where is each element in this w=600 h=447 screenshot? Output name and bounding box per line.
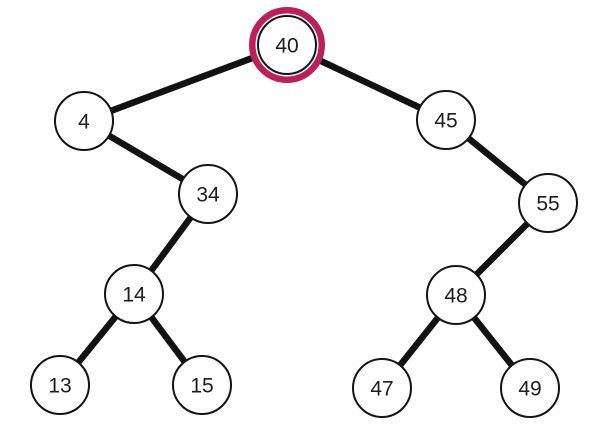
tree-node-45[interactable]: 45	[416, 90, 476, 150]
tree-node-55[interactable]: 55	[518, 173, 578, 233]
tree-node-49[interactable]: 49	[500, 358, 560, 418]
node-label: 47	[370, 377, 393, 400]
node-circle	[426, 265, 486, 325]
node-circle	[172, 355, 232, 415]
node-label: 13	[48, 374, 71, 397]
tree-node-15[interactable]: 15	[172, 355, 232, 415]
node-circle	[30, 355, 90, 415]
tree-node-48[interactable]: 48	[426, 265, 486, 325]
tree-node-40[interactable]: 40	[249, 7, 325, 83]
tree-node-4[interactable]: 4	[54, 91, 114, 151]
node-label: 34	[196, 183, 220, 206]
tree-node-14[interactable]: 14	[104, 264, 164, 324]
node-label: 45	[434, 109, 457, 132]
node-label: 4	[78, 110, 90, 133]
node-circle	[416, 90, 476, 150]
node-label: 40	[275, 34, 298, 57]
node-circle	[257, 15, 317, 75]
node-label: 14	[122, 283, 146, 306]
tree-node-47[interactable]: 47	[352, 358, 412, 418]
node-circle	[104, 264, 164, 324]
node-circle	[352, 358, 412, 418]
node-label: 48	[444, 284, 467, 307]
node-label: 15	[190, 374, 213, 397]
tree-node-13[interactable]: 13	[30, 355, 90, 415]
node-circle	[518, 173, 578, 233]
node-label: 49	[518, 377, 541, 400]
tree-node-34[interactable]: 34	[178, 164, 238, 224]
node-circle	[178, 164, 238, 224]
node-label: 55	[536, 192, 559, 215]
node-circle	[54, 91, 114, 151]
node-circle	[500, 358, 560, 418]
